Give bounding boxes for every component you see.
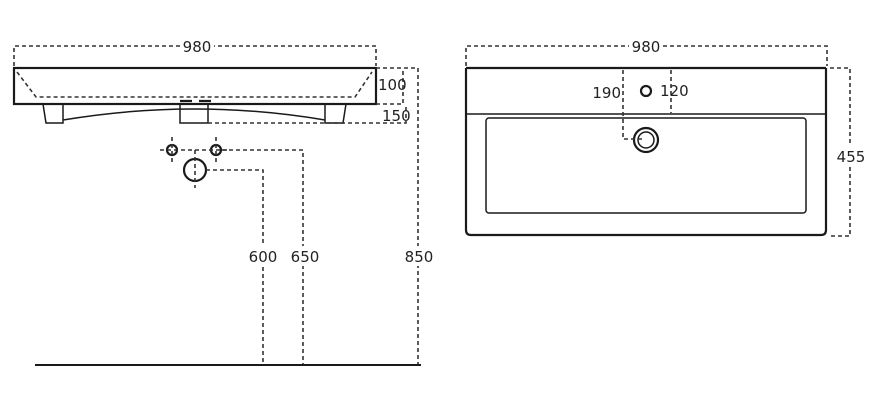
top-view: 980 190 120 455 bbox=[464, 37, 870, 237]
waste-height-dimension bbox=[206, 169, 264, 365]
depth-dimension bbox=[830, 67, 851, 237]
tap-height-dimension bbox=[222, 149, 304, 365]
bowl-outline bbox=[485, 117, 807, 214]
side-width-label: 980 bbox=[183, 38, 212, 56]
tap-hole-icon bbox=[639, 84, 653, 98]
left-offset-label: 190 bbox=[592, 84, 621, 102]
top-width-label: 980 bbox=[632, 38, 661, 56]
basin-side-profile bbox=[12, 66, 378, 106]
waste-outlet bbox=[179, 104, 209, 124]
depth-label: 455 bbox=[837, 148, 866, 166]
side-view: 980 100 150 600 650 850 bbox=[12, 37, 435, 366]
drain-outer-icon bbox=[632, 126, 660, 154]
basin-depth-label: 100 bbox=[378, 76, 407, 94]
basin-legs bbox=[42, 103, 347, 124]
overall-depth-label: 150 bbox=[382, 107, 411, 125]
drain-inner-icon bbox=[637, 131, 655, 149]
tap-height-label: 650 bbox=[291, 248, 320, 266]
basin-outline bbox=[464, 66, 828, 237]
top-width-dimension bbox=[465, 45, 828, 66]
offset-dimensions bbox=[622, 70, 672, 140]
side-width-dimension bbox=[13, 45, 377, 66]
waste-height-label: 600 bbox=[249, 248, 278, 266]
basin-depth-dimension bbox=[376, 68, 404, 105]
overall-depth-dimension bbox=[208, 104, 407, 124]
waste-hole-icon bbox=[182, 157, 208, 183]
right-offset-label: 120 bbox=[660, 82, 689, 100]
top-height-label: 850 bbox=[405, 248, 434, 266]
basin-inner-bowl bbox=[16, 71, 373, 98]
